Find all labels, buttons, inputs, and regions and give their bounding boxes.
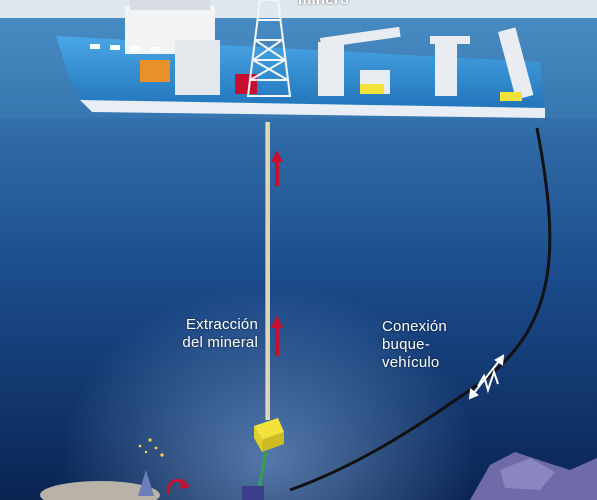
up-arrow-group	[271, 150, 283, 356]
label-connection-line-1: Conexión	[382, 318, 447, 335]
up-arrow	[271, 150, 283, 186]
label-connection-line-2: buque-	[382, 336, 430, 353]
up-arrow	[271, 315, 283, 356]
label-extraction: Extracción del mineral	[150, 316, 258, 352]
label-extraction-line-1: Extracción	[185, 316, 258, 333]
label-connection-line-3: vehículo	[382, 354, 440, 371]
ship-windows	[90, 44, 160, 52]
ship	[56, 0, 545, 118]
ship-waterline	[80, 100, 545, 118]
label-extraction-line-2: del mineral	[182, 334, 258, 351]
hydrothermal-vent	[138, 438, 190, 496]
umbilical-cable	[289, 127, 552, 492]
collector-module	[254, 418, 284, 440]
vibration-icon	[468, 354, 505, 400]
seafloor-vehicle	[242, 486, 264, 500]
deck-equipment	[360, 84, 522, 101]
label-connection: Conexión buque- vehículo	[382, 318, 492, 372]
top-label-partial: minero	[298, 0, 408, 9]
lifeboat	[140, 60, 170, 82]
drilling-derrick	[246, 0, 292, 97]
seafloor-mound	[40, 481, 160, 500]
